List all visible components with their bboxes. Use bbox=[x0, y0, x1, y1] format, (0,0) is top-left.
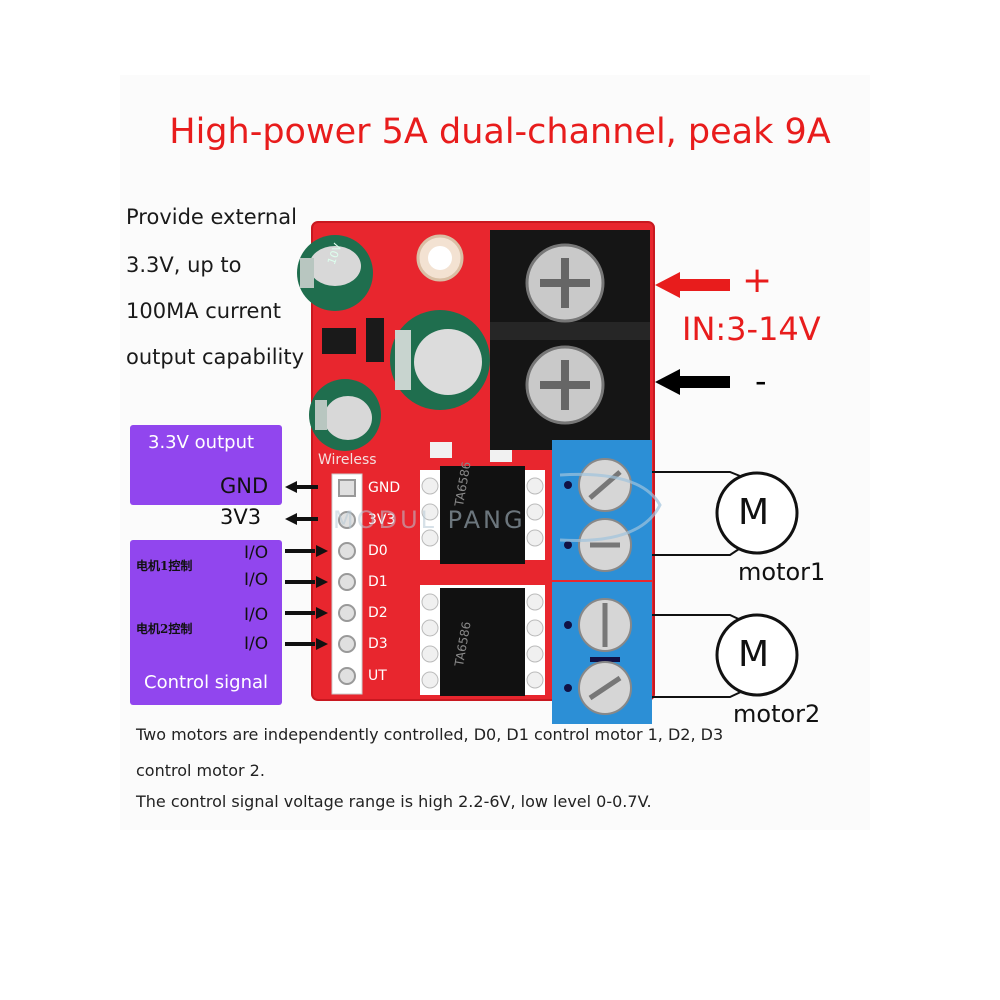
note-line-3: 100MA current bbox=[126, 299, 281, 323]
note-line-1: Provide external bbox=[126, 205, 297, 229]
header-pin-d2 bbox=[338, 604, 356, 622]
output-gnd: GND bbox=[220, 474, 269, 498]
note-line-2: 3.3V, up to bbox=[126, 253, 242, 277]
input-range: IN:3-14V bbox=[682, 310, 821, 348]
io-label-d1: I/O bbox=[244, 570, 269, 590]
silk-top: Wireless bbox=[318, 452, 377, 468]
pin-label-d0: D0 bbox=[368, 543, 388, 559]
note-bottom-3: The control signal voltage range is high… bbox=[136, 792, 652, 811]
motor2-label: motor2 bbox=[733, 700, 821, 728]
motor1-symbol: M bbox=[738, 492, 770, 533]
pin-label-d3: D3 bbox=[368, 636, 388, 652]
io-label-d2: I/O bbox=[244, 605, 269, 625]
power-terminal-block bbox=[490, 230, 650, 450]
header-pin-ut bbox=[338, 667, 356, 685]
motor1-terminal bbox=[552, 440, 652, 580]
motor1-circle bbox=[715, 471, 799, 555]
header-pin-3v3 bbox=[338, 511, 356, 529]
capacitor-center bbox=[390, 310, 490, 410]
capacitor-top-left bbox=[297, 235, 373, 311]
pin-label-d1: D1 bbox=[368, 574, 388, 590]
signal-arrows bbox=[285, 481, 328, 650]
header-pin-gnd bbox=[338, 479, 356, 497]
header-pin-d3 bbox=[338, 635, 356, 653]
motor2-symbol: M bbox=[738, 634, 770, 675]
motor2-terminal bbox=[552, 582, 652, 724]
control-box bbox=[130, 540, 282, 705]
minus-arrow bbox=[655, 369, 730, 395]
motor2-control-label: 电机2控制 bbox=[136, 622, 193, 636]
output-box-title: 3.3V output bbox=[148, 432, 255, 453]
header-pin-d1 bbox=[338, 573, 356, 591]
driver-chip-2 bbox=[420, 585, 545, 696]
pin-label-ut: UT bbox=[368, 668, 387, 684]
minus-label: - bbox=[755, 362, 767, 400]
io-label-d0: I/O bbox=[244, 543, 269, 563]
driver-chip-1 bbox=[420, 466, 545, 564]
header-pin-d0 bbox=[338, 542, 356, 560]
pin-label-3v3: 3V3 bbox=[368, 512, 396, 528]
note-bottom-2: control motor 2. bbox=[136, 761, 265, 780]
smd-resistor bbox=[430, 442, 452, 458]
diode bbox=[366, 318, 384, 362]
control-box-footer: Control signal bbox=[144, 672, 269, 693]
motor1-label: motor1 bbox=[738, 558, 826, 586]
pin-label-gnd: GND bbox=[368, 480, 401, 496]
watermark: MODUL PANG bbox=[333, 506, 526, 534]
io-label-d3: I/O bbox=[244, 634, 269, 654]
plus-arrow bbox=[655, 272, 730, 298]
note-bottom-1: Two motors are independently controlled,… bbox=[136, 725, 724, 744]
output-3v3: 3V3 bbox=[220, 505, 262, 529]
capacitor-bottom-left bbox=[309, 379, 381, 451]
motor2-circle bbox=[715, 613, 799, 697]
plus-label: + bbox=[742, 260, 773, 301]
watermark-swoosh bbox=[559, 472, 662, 543]
output-box bbox=[130, 425, 282, 505]
motor1-control-label: 电机1控制 bbox=[136, 559, 193, 573]
headline: High-power 5A dual-channel, peak 9A bbox=[169, 112, 831, 152]
pin-label-d2: D2 bbox=[368, 605, 388, 621]
note-line-4: output capability bbox=[126, 345, 305, 369]
regulator bbox=[322, 328, 356, 354]
